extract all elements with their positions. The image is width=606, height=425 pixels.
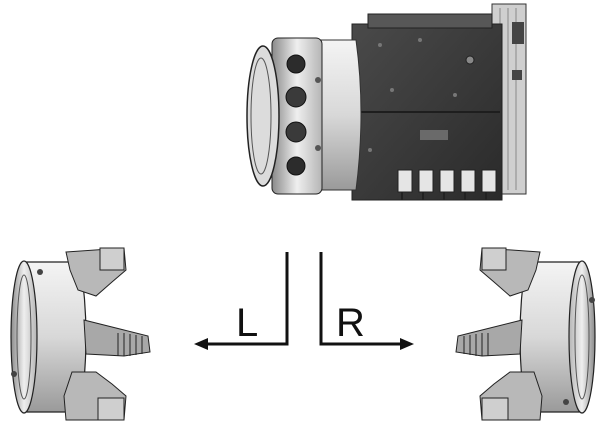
three-jaw-chuck-left [10, 247, 151, 421]
label-left: L [236, 301, 258, 345]
label-right: R [336, 301, 365, 345]
three-jaw-chuck-right [455, 247, 596, 421]
right-direction-arrow [319, 252, 414, 350]
tool-station-holes [285, 54, 321, 176]
spindle-head-assembly [246, 3, 527, 201]
left-direction-arrow [194, 252, 289, 350]
connector-row [397, 169, 497, 200]
